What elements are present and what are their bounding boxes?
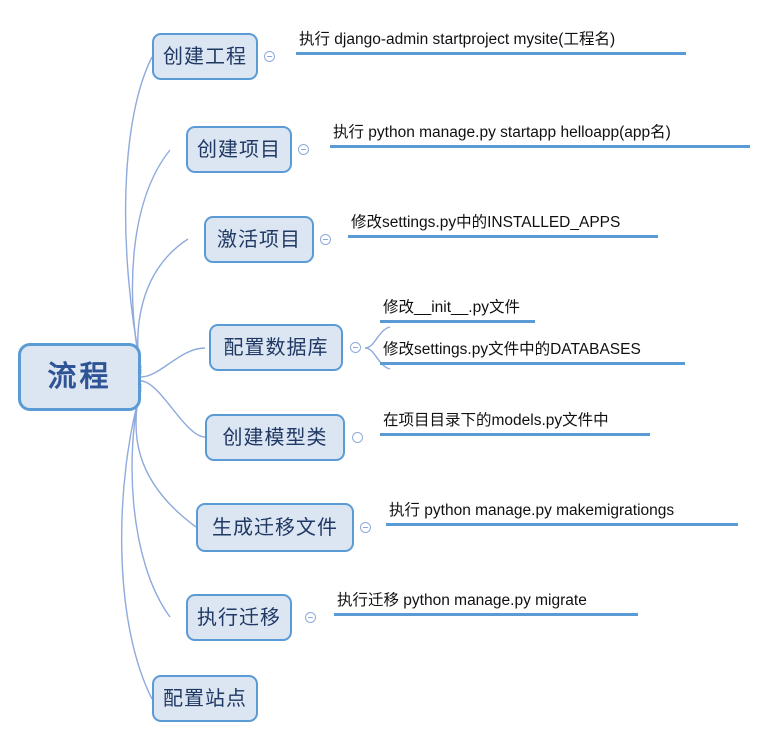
collapse-toggle-6[interactable] — [360, 522, 371, 533]
branch-node-run-migrate[interactable]: 执行迁移 — [186, 594, 292, 641]
sub-label-text: 修改__init__.py文件 — [383, 299, 520, 316]
branch-node-configure-site[interactable]: 配置站点 — [152, 675, 258, 722]
branch-node-create-project[interactable]: 创建工程 — [152, 33, 258, 80]
collapse-toggle-2[interactable] — [298, 144, 309, 155]
sub-label-rule — [348, 234, 658, 238]
sub-label-1: 执行 django-admin startproject mysite(工程名) — [296, 32, 686, 55]
root-node[interactable]: 流程 — [18, 343, 141, 411]
sub-label-text: 执行 django-admin startproject mysite(工程名) — [299, 31, 616, 48]
sub-label-6: 执行 python manage.py makemigrationgs — [386, 503, 738, 526]
branch-node-label: 创建工程 — [163, 45, 247, 68]
sub-label-text: 修改settings.py中的INSTALLED_APPS — [351, 214, 621, 231]
branch-node-label: 激活项目 — [217, 228, 301, 251]
sub-label-text: 执行迁移 python manage.py migrate — [337, 592, 587, 609]
sub-label-rule — [296, 51, 686, 55]
collapse-toggle-7[interactable] — [305, 612, 316, 623]
root-node-label: 流程 — [47, 360, 112, 393]
branch-node-label: 生成迁移文件 — [212, 516, 338, 539]
sub-label-rule — [380, 432, 650, 436]
branch-node-label: 配置站点 — [163, 687, 247, 710]
branch-node-configure-database[interactable]: 配置数据库 — [209, 324, 343, 371]
sub-label-rule — [386, 522, 738, 526]
sub-label-text: 在项目目录下的models.py文件中 — [383, 412, 609, 429]
sub-label-rule — [380, 319, 535, 323]
collapse-toggle-5[interactable] — [352, 432, 363, 443]
branch-node-label: 创建项目 — [197, 138, 281, 161]
branch-node-create-model-class[interactable]: 创建模型类 — [205, 414, 345, 461]
sub-label-text: 执行 python manage.py startapp helloapp(ap… — [333, 124, 671, 141]
sub-label-text: 执行 python manage.py makemigrationgs — [389, 502, 675, 519]
sub-label-rule — [330, 144, 750, 148]
branch-node-label: 执行迁移 — [197, 606, 281, 629]
sub-label-4a: 修改__init__.py文件 — [380, 300, 535, 323]
sub-label-rule — [380, 361, 685, 365]
sub-label-rule — [334, 612, 638, 616]
sub-label-2: 执行 python manage.py startapp helloapp(ap… — [330, 125, 750, 148]
branch-node-label: 配置数据库 — [223, 336, 329, 359]
branch-node-make-migrations[interactable]: 生成迁移文件 — [196, 503, 354, 552]
sub-label-3: 修改settings.py中的INSTALLED_APPS — [348, 215, 658, 238]
collapse-toggle-4[interactable] — [350, 342, 361, 353]
sub-label-text: 修改settings.py文件中的DATABASES — [383, 341, 641, 358]
sub-label-4b: 修改settings.py文件中的DATABASES — [380, 342, 685, 365]
branch-node-label: 创建模型类 — [222, 426, 328, 449]
sub-label-7: 执行迁移 python manage.py migrate — [334, 593, 638, 616]
branch-node-create-app[interactable]: 创建项目 — [186, 126, 292, 173]
branch-node-activate-app[interactable]: 激活项目 — [204, 216, 314, 263]
sub-label-5: 在项目目录下的models.py文件中 — [380, 413, 650, 436]
collapse-toggle-1[interactable] — [264, 51, 275, 62]
collapse-toggle-3[interactable] — [320, 234, 331, 245]
